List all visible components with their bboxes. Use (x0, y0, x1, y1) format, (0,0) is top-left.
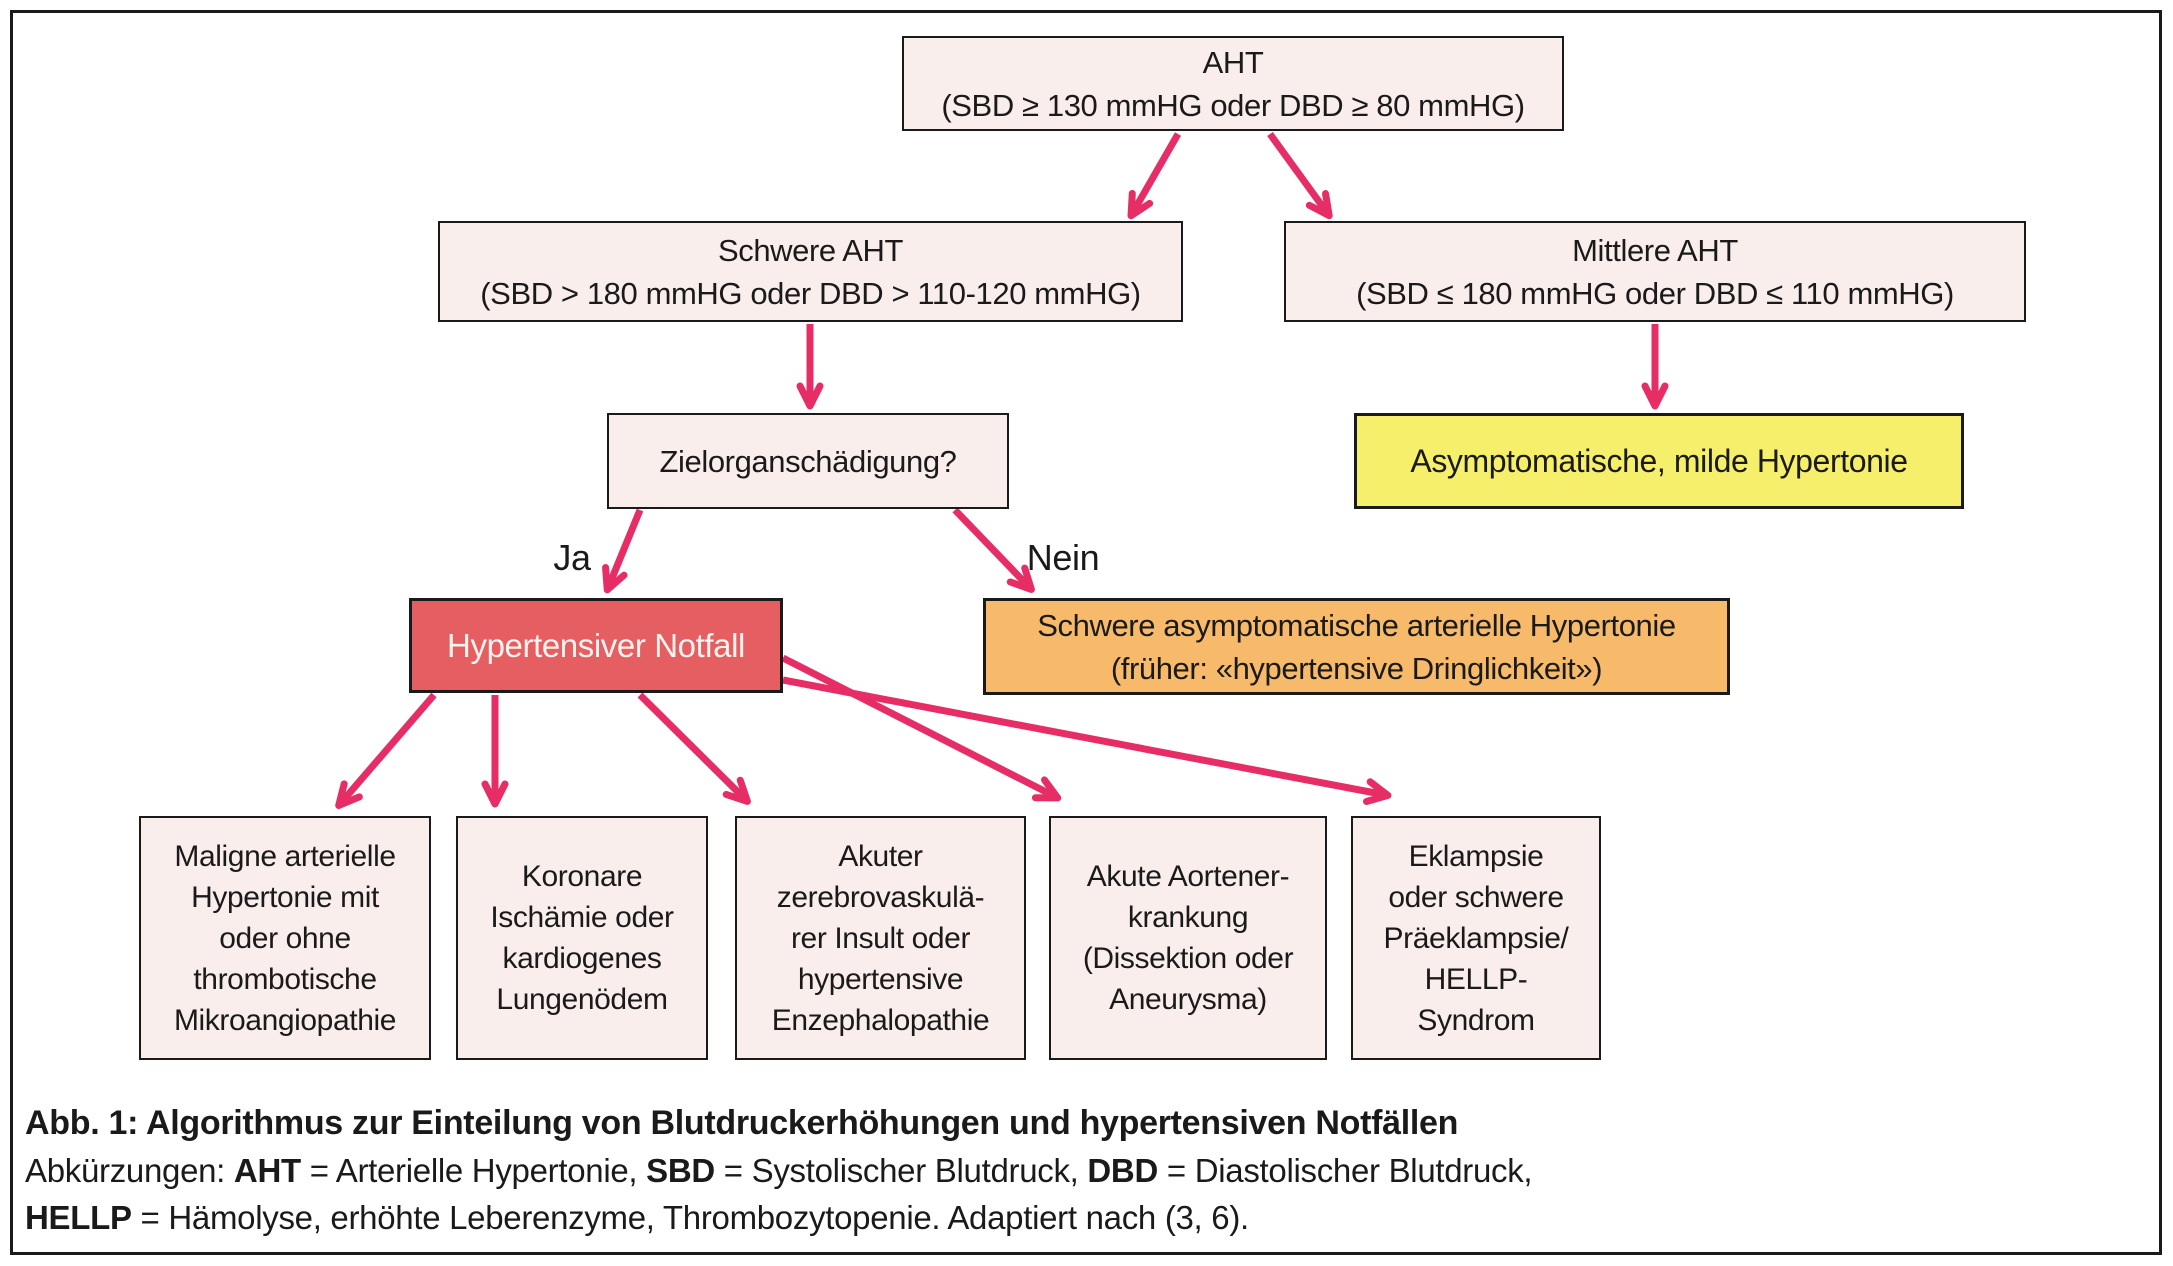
node-zerebrovaskulaerer-insult: Akuter zerebrovaskulä- rer Insult oder h… (735, 816, 1026, 1060)
node-mild-line1: Asymptomatische, milde Hypertonie (1410, 442, 1908, 479)
edge-label-ja: Ja (553, 537, 591, 578)
leaf-line: oder ohne (219, 921, 351, 955)
node-dringlichkeit-line1: Schwere asymptomatische arterielle Hyper… (1037, 607, 1676, 643)
node-schwere-aht: Schwere AHT (SBD > 180 mmHG oder DBD > 1… (438, 221, 1183, 322)
leaf-line: Hypertonie mit (191, 880, 379, 914)
node-koronare-ischaemie: Koronare Ischämie oder kardiogenes Lunge… (456, 816, 708, 1060)
node-dringlichkeit-line2: (früher: «hypertensive Dringlichkeit») (1110, 650, 1603, 686)
leaf-line: Aneurysma) (1109, 983, 1267, 1016)
node-aortenerkrankung: Akute Aortener- krankung (Dissektion ode… (1049, 816, 1327, 1060)
leaf-line: Koronare (521, 860, 643, 893)
leaf-line: (Dissektion oder (1082, 942, 1294, 975)
node-schwere-line2: (SBD > 180 mmHG oder DBD > 110-120 mmHG) (480, 275, 1141, 311)
leaf-line: Mikroangiopathie (173, 1003, 397, 1037)
node-schwere-line1: Schwere AHT (717, 232, 904, 268)
leaf-line: Maligne arterielle (174, 839, 396, 873)
node-aht-line1: AHT (1202, 44, 1264, 80)
caption-abbreviations-line1: Abkürzungen: AHT = Arterielle Hypertonie… (25, 1152, 1533, 1189)
node-mittlere-line1: Mittlere AHT (1572, 232, 1738, 268)
caption-title: Abb. 1: Algorithmus zur Einteilung von B… (25, 1104, 1459, 1142)
leaf-line: Präeklampsie/ (1383, 921, 1569, 955)
node-ziel-line1: Zielorganschädigung? (659, 443, 957, 479)
edge-label-nein: Nein (1026, 537, 1100, 578)
node-maligne-hypertonie: Maligne arterielle Hypertonie mit oder o… (139, 816, 431, 1060)
leaf-line: Akute Aortener- (1086, 860, 1290, 893)
leaf-line: kardiogenes (502, 942, 662, 975)
figure-caption: Abb. 1: Algorithmus zur Einteilung von B… (25, 1100, 2135, 1241)
caption-abbreviations-line2: HELLP = Hämolyse, erhöhte Leberenzyme, T… (25, 1199, 1249, 1236)
leaf-line: Enzephalopathie (771, 1003, 990, 1037)
leaf-line: Lungenödem (496, 983, 668, 1016)
leaf-line: zerebrovaskulä- (776, 880, 985, 914)
node-mittlere-aht: Mittlere AHT (SBD ≤ 180 mmHG oder DBD ≤ … (1284, 221, 2026, 322)
node-eklampsie: Eklampsie oder schwere Präeklampsie/ HEL… (1351, 816, 1601, 1060)
leaf-line: rer Insult oder (790, 921, 971, 955)
node-milde-hypertonie: Asymptomatische, milde Hypertonie (1354, 413, 1964, 509)
leaf-line: oder schwere (1388, 880, 1564, 914)
leaf-line: hypertensive (797, 962, 964, 996)
node-zielorganschaedigung: Zielorganschädigung? (607, 413, 1009, 509)
node-hypertensiver-notfall: Hypertensiver Notfall (409, 598, 783, 693)
node-aht-line2: (SBD ≥ 130 mmHG oder DBD ≥ 80 mmHG) (941, 87, 1525, 123)
leaf-line: Eklampsie (1408, 839, 1544, 873)
node-notfall-line1: Hypertensiver Notfall (447, 627, 745, 664)
node-aht: AHT (SBD ≥ 130 mmHG oder DBD ≥ 80 mmHG) (902, 36, 1564, 131)
leaf-line: Ischämie oder (490, 901, 674, 934)
figure-border (10, 10, 2162, 1255)
node-hypertensive-dringlichkeit: Schwere asymptomatische arterielle Hyper… (983, 598, 1730, 695)
leaf-line: Akuter (838, 839, 923, 873)
node-mittlere-line2: (SBD ≤ 180 mmHG oder DBD ≤ 110 mmHG) (1356, 275, 1954, 311)
leaf-line: krankung (1127, 901, 1249, 934)
leaf-line: HELLP- (1424, 962, 1528, 996)
leaf-line: thrombotische (193, 962, 377, 996)
leaf-line: Syndrom (1417, 1003, 1535, 1037)
